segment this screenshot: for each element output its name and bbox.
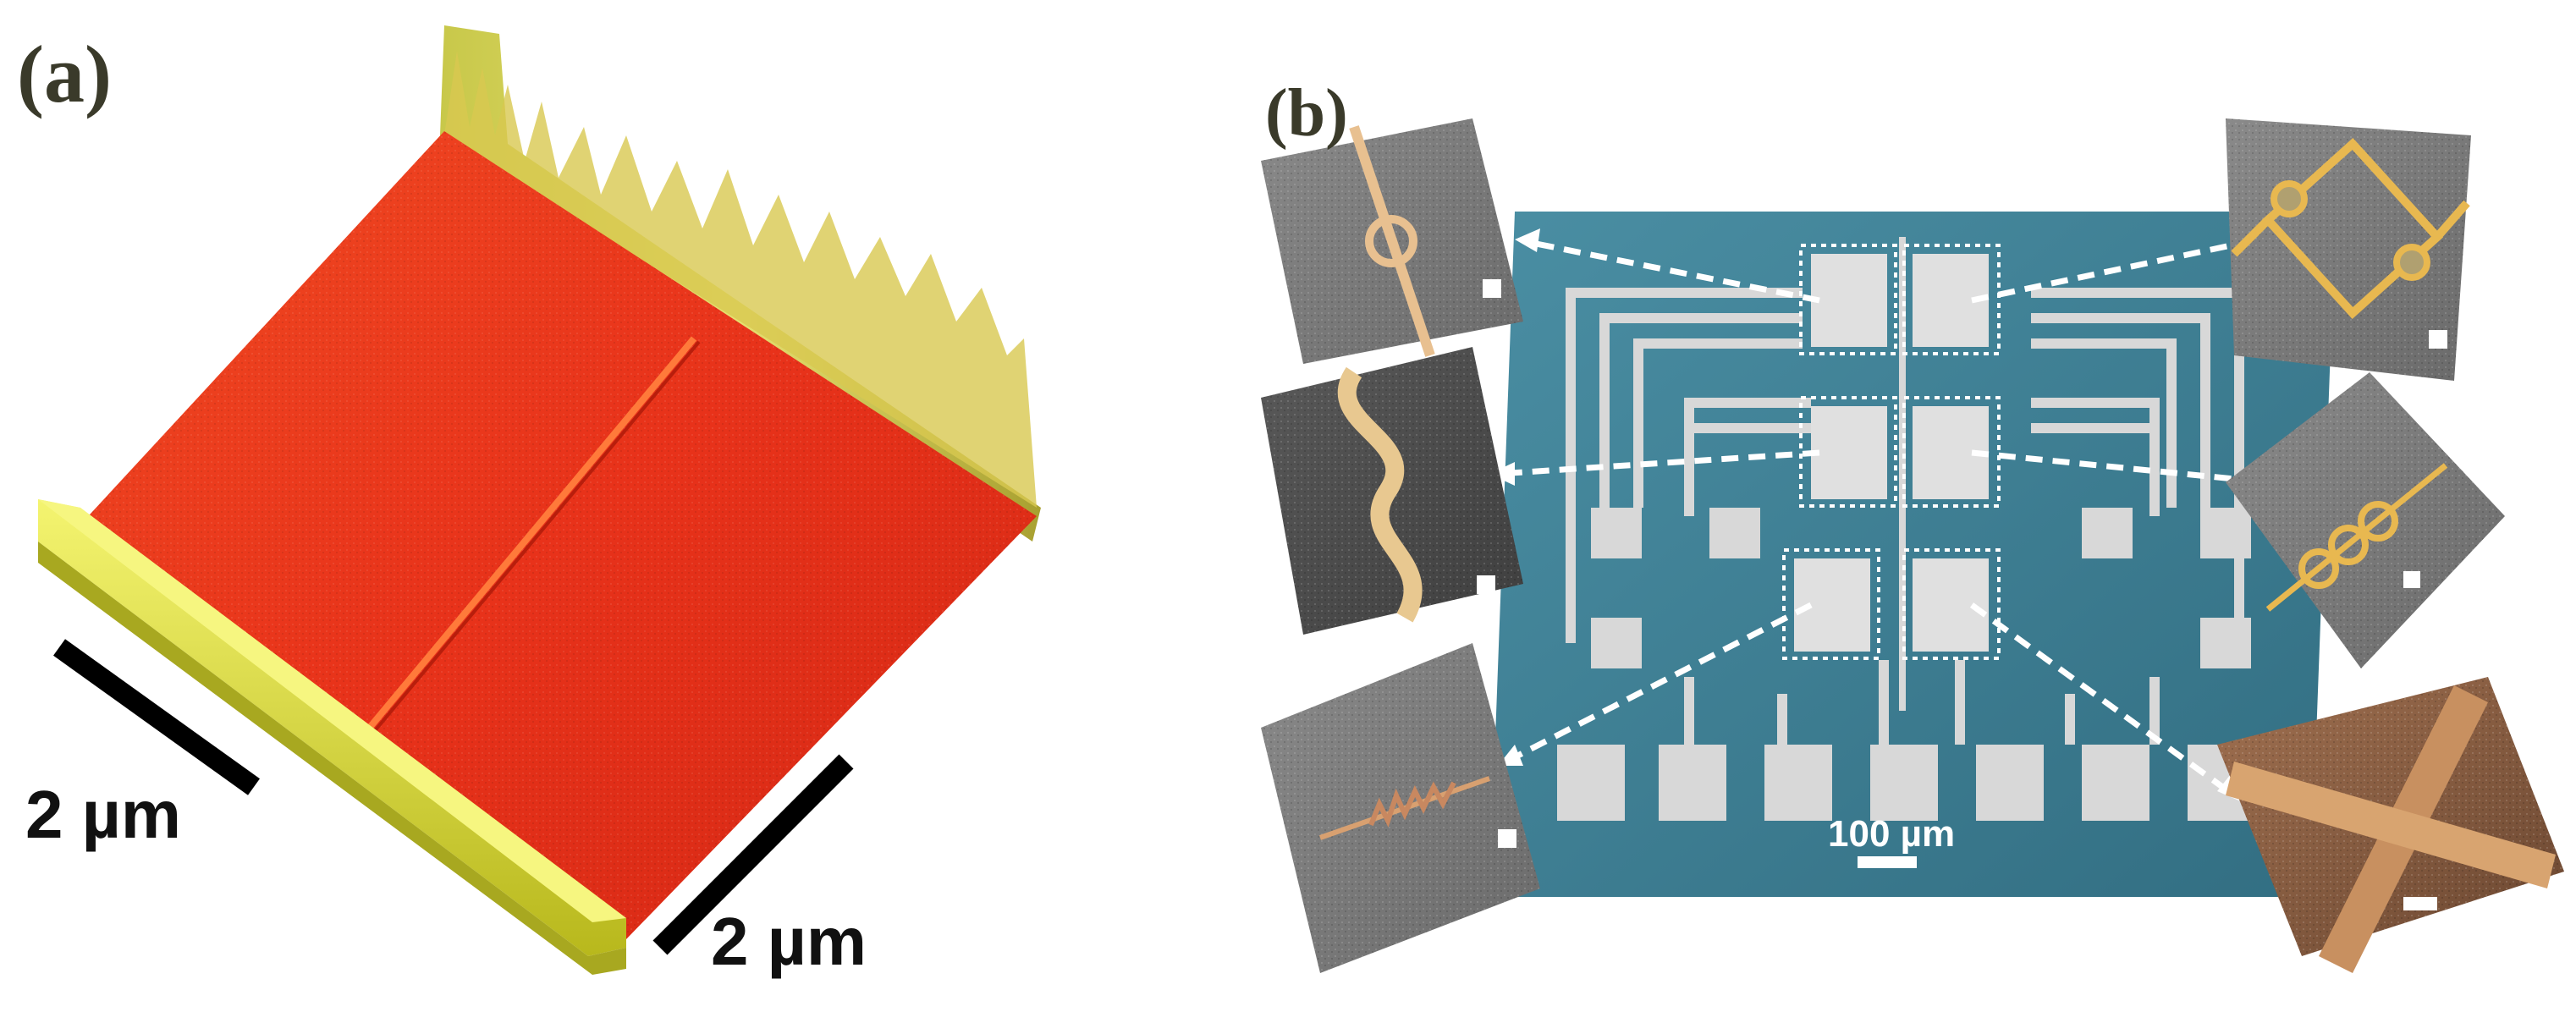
electrode-pattern	[1557, 237, 2255, 821]
trench-line	[352, 336, 697, 747]
scale-bar-left	[53, 639, 260, 795]
inset-nano-wire	[1261, 643, 1540, 973]
inset-square-loop	[2226, 118, 2471, 381]
scale-label-right: 2 µm	[711, 904, 867, 979]
chip-scale-label: 100 µm	[1828, 813, 1955, 855]
inset-ring-structure	[1261, 118, 1523, 364]
inset-triple-ring	[2226, 372, 2505, 668]
inset-wavy-wire	[1261, 347, 1523, 635]
front-ridge	[38, 499, 626, 975]
callout-arrows	[1497, 238, 2269, 798]
chip-substrate	[1489, 212, 2336, 897]
scale-bar-right	[652, 754, 854, 955]
inset-3d-cross	[2217, 677, 2564, 973]
panel-a: (a) 2 µm 2 µm	[17, 25, 1041, 979]
scale-label-left: 2 µm	[25, 777, 181, 852]
panel-b-label: (b)	[1265, 76, 1348, 151]
back-ridge	[440, 25, 1041, 542]
panel-a-label: (a)	[17, 29, 112, 119]
panel-b: 100 µm	[1261, 76, 2564, 973]
chip-scale-bar	[1858, 856, 1917, 868]
